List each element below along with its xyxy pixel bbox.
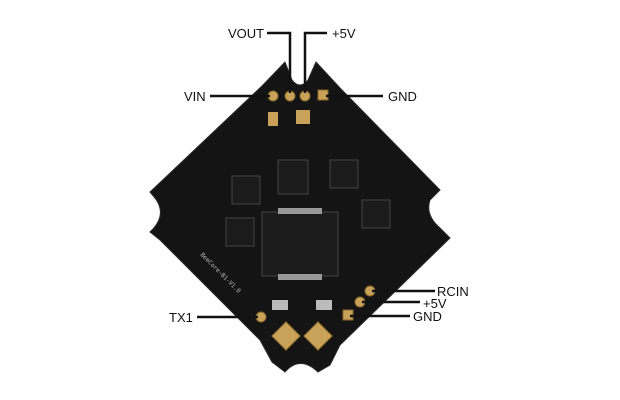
component bbox=[296, 110, 310, 124]
label-rcin: RCIN bbox=[437, 284, 469, 299]
component bbox=[272, 300, 288, 310]
label-5v-top: +5V bbox=[332, 26, 356, 41]
component bbox=[316, 300, 332, 310]
label-tx1: TX1 bbox=[169, 310, 193, 325]
label-vin: VIN bbox=[184, 89, 206, 104]
motor-pad bbox=[271, 321, 301, 351]
mcu-chip bbox=[261, 211, 339, 277]
motor-pad bbox=[303, 321, 333, 351]
chip bbox=[361, 199, 391, 229]
5v-top-leader bbox=[303, 31, 327, 93]
vout-leader bbox=[267, 31, 292, 93]
chip bbox=[231, 175, 261, 205]
chip bbox=[225, 217, 255, 247]
chip bbox=[277, 159, 309, 195]
flight-controller-board: BeeCore-B1-V1.0 bbox=[149, 61, 451, 373]
label-vout: VOUT bbox=[228, 26, 264, 41]
mcu-pins bbox=[278, 208, 322, 214]
chip bbox=[329, 159, 359, 189]
component bbox=[268, 112, 278, 126]
label-5v-bottom: +5V bbox=[423, 296, 447, 311]
mcu-pins bbox=[278, 274, 322, 280]
label-gnd-bottom: GND bbox=[413, 309, 442, 324]
label-gnd-top: GND bbox=[388, 89, 417, 104]
